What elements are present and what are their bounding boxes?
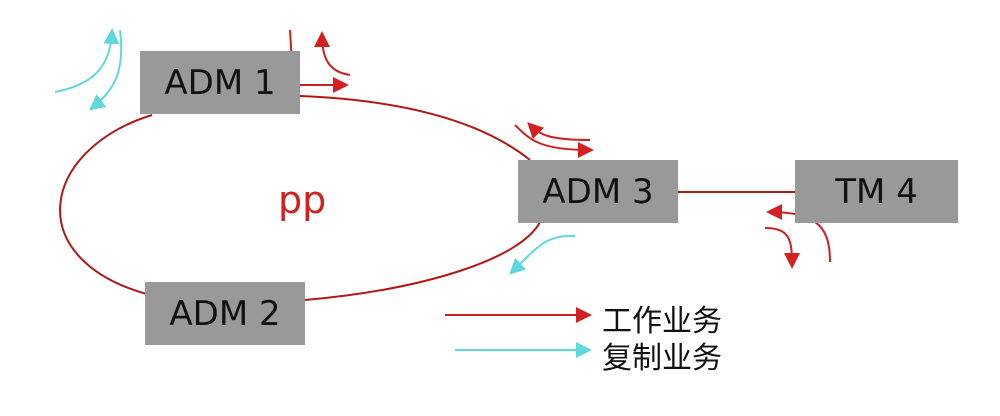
working-arrow xyxy=(514,124,594,158)
working-arrow xyxy=(764,227,800,269)
legend-protection-label: 复制业务 xyxy=(602,341,722,376)
working-arrow xyxy=(527,122,591,141)
working-arrow xyxy=(314,31,351,76)
ring-bottom-arc xyxy=(304,221,541,301)
ring-label: pp xyxy=(278,178,327,222)
node-adm3: ADM 3 xyxy=(518,160,678,223)
node-tm4: TM 4 xyxy=(795,160,958,223)
legend-working-label: 工作业务 xyxy=(602,304,722,339)
ring-top-arc xyxy=(299,95,531,161)
node-adm2: ADM 2 xyxy=(145,282,305,345)
protection-arrow xyxy=(509,234,576,275)
ring-left-arc xyxy=(59,114,153,296)
protection-arrow xyxy=(54,28,120,93)
working-arrow xyxy=(766,204,831,263)
node-adm1: ADM 1 xyxy=(140,51,300,114)
protection-arrow xyxy=(88,29,123,111)
